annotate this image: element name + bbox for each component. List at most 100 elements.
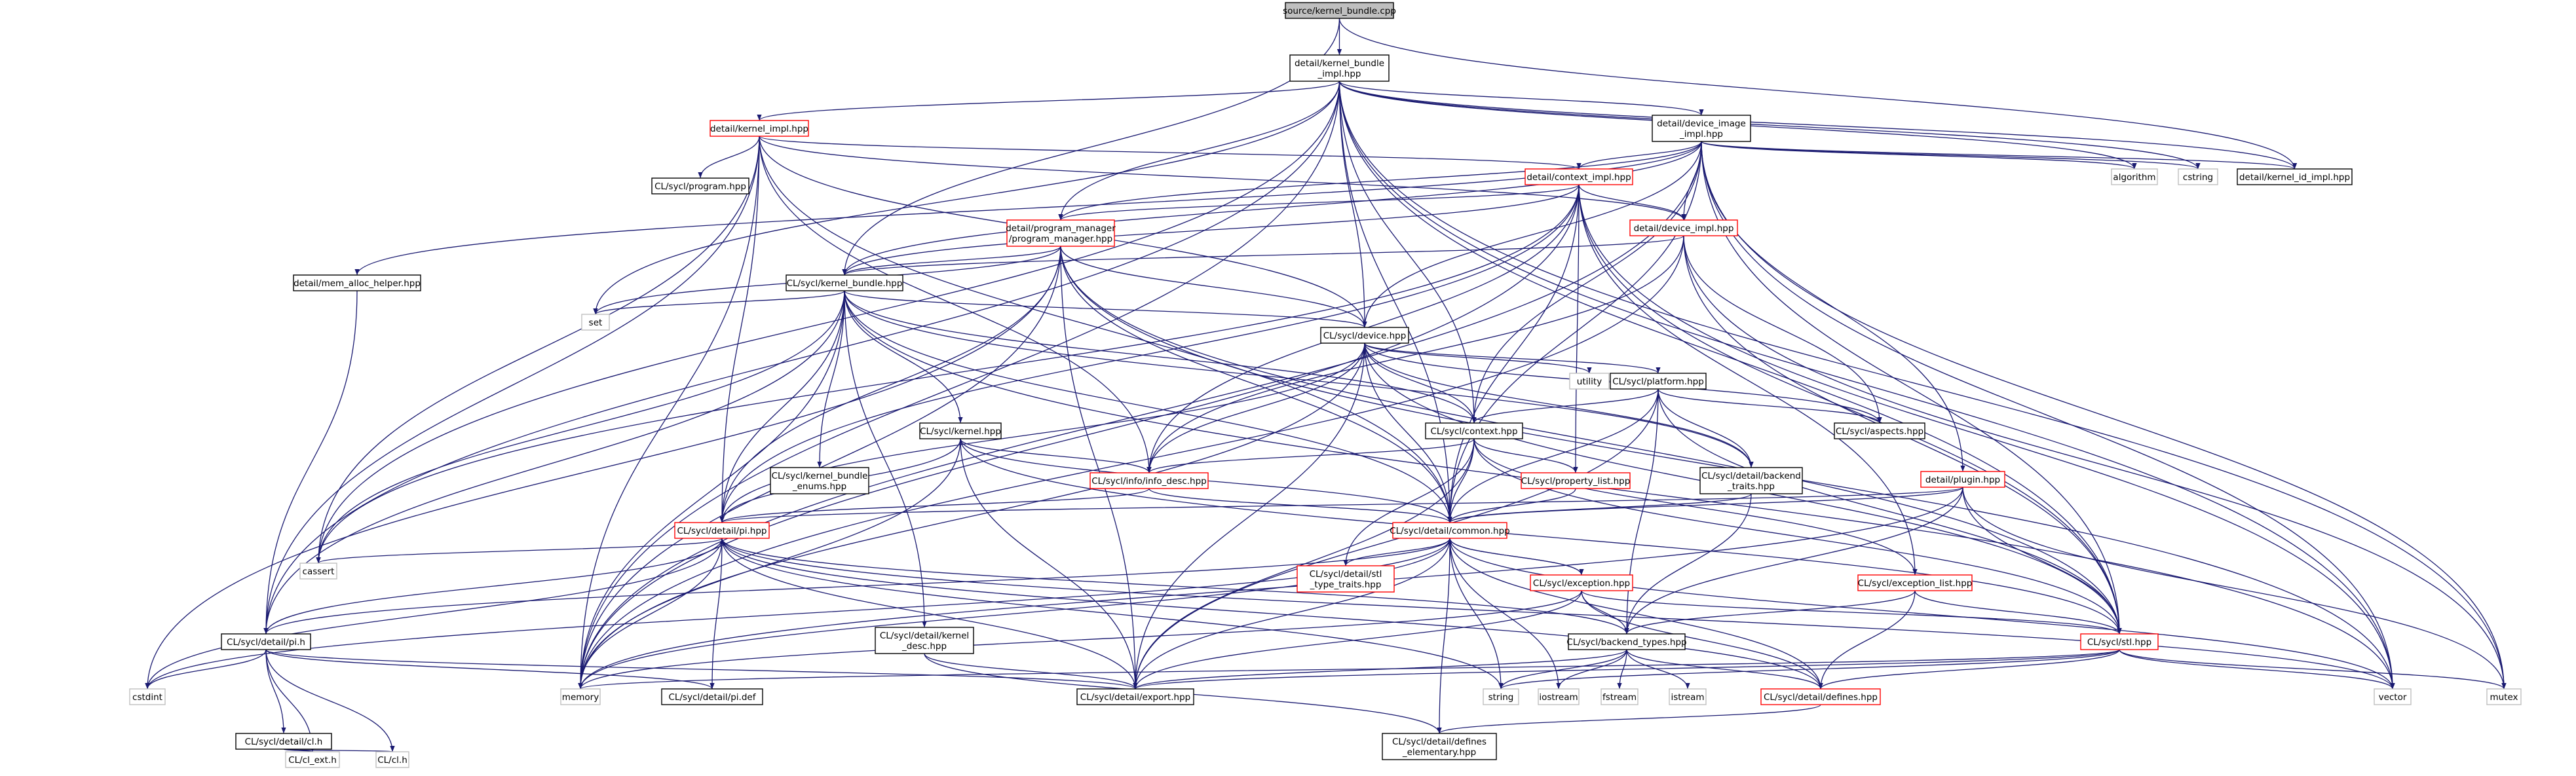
node-box (560, 688, 601, 705)
node-box (129, 688, 166, 705)
edge-cl_kernel-to-stl (960, 438, 2122, 635)
edge-mem_alloc_helper-to-pi_h (263, 290, 358, 635)
edge-stl-to-defines (1818, 649, 2120, 690)
node-kernel_impl[interactable]: detail/kernel_impl.hpp (710, 120, 809, 137)
node-kernel_desc[interactable]: CL/sycl/detail/kernel_desc.hpp (875, 627, 974, 654)
edge-device_impl-to-info_desc (1146, 235, 1684, 473)
node-cl_h[interactable]: CL/cl.h (375, 751, 409, 768)
node-memory[interactable]: memory (560, 688, 601, 705)
node-algorithm[interactable]: algorithm (2111, 168, 2158, 185)
node-set[interactable]: set (581, 314, 610, 331)
node-cl_ext_h[interactable]: CL/cl_ext.h (285, 751, 340, 768)
edge-device_impl-to-cl_aspects (1683, 235, 1882, 424)
edge-kernel_impl-to-device_impl (759, 136, 1686, 221)
node-box (1297, 565, 1395, 593)
edge-cl_context-to-stl (1473, 438, 2122, 635)
node-exception_list[interactable]: CL/sycl/exception_list.hpp (1857, 574, 1973, 591)
node-iostream[interactable]: iostream (1538, 688, 1580, 705)
node-label: CL/sycl/aspects.hpp (1836, 426, 1923, 437)
node-program_manager[interactable]: detail/program_manager/program_manager.h… (1006, 219, 1116, 247)
edge-kernel_bundle_impl-to-cassert (316, 81, 1340, 564)
node-cstdint[interactable]: cstdint (129, 688, 166, 705)
edge-backend_types-to-istream (1626, 649, 1690, 690)
node-export[interactable]: CL/sycl/detail/export.hpp (1076, 688, 1194, 705)
edge-context_impl-to-program_manager (1058, 184, 1580, 221)
node-defines_elementary[interactable]: CL/sycl/detail/defines_elementary.hpp (1382, 733, 1497, 760)
edge-stl-to-vector (2119, 649, 2395, 690)
edge-common-to-string (1449, 538, 1504, 690)
node-pi_h[interactable]: CL/sycl/detail/pi.h (221, 633, 311, 650)
edge-device_image_impl-to-kernel_id_impl (1701, 141, 2297, 170)
node-backend_types[interactable]: CL/sycl/backend_types.hpp (1566, 633, 1687, 650)
node-box (2486, 688, 2522, 705)
node-box (1076, 688, 1194, 705)
node-property_list[interactable]: CL/sycl/property_list.hpp (1521, 472, 1631, 489)
edge-device_image_impl-to-memory (578, 141, 1702, 690)
node-vector[interactable]: vector (2374, 688, 2412, 705)
node-stl[interactable]: CL/sycl/stl.hpp (2080, 633, 2159, 650)
node-mem_alloc_helper[interactable]: detail/mem_alloc_helper.hpp (293, 274, 421, 291)
edge-device_image_impl-to-cstring (1701, 141, 2201, 170)
edge-cl_device-to-common (1364, 342, 1452, 523)
node-defines[interactable]: CL/sycl/detail/defines.hpp (1760, 688, 1881, 705)
node-box (1669, 688, 1707, 705)
node-device_image_impl[interactable]: detail/device_image_impl.hpp (1652, 115, 1751, 142)
node-label: _enums.hpp (792, 481, 846, 492)
node-cl_context[interactable]: CL/sycl/context.hpp (1425, 422, 1523, 439)
edge-common-to-memory (578, 538, 1450, 690)
node-cassert[interactable]: cassert (299, 563, 337, 580)
node-pi_def[interactable]: CL/sycl/detail/pi.def (661, 688, 763, 705)
node-context_impl[interactable]: detail/context_impl.hpp (1525, 168, 1633, 185)
node-box (710, 120, 809, 137)
node-common[interactable]: CL/sycl/detail/common.hpp (1390, 522, 1510, 539)
edge-cl_platform-to-backend_traits (1657, 388, 1754, 468)
node-box (1834, 422, 1925, 439)
node-cl_platform[interactable]: CL/sycl/platform.hpp (1610, 373, 1707, 390)
node-kernel_bundle_enums[interactable]: CL/sycl/kernel_bundle_enums.hpp (770, 467, 869, 494)
node-cl_kernel[interactable]: CL/sycl/kernel.hpp (919, 422, 1002, 439)
node-label: CL/sycl/detail/backend (1701, 471, 1801, 481)
node-stl_type_traits[interactable]: CL/sycl/detail/stl_type_traits.hpp (1297, 565, 1395, 593)
node-cl_aspects[interactable]: CL/sycl/aspects.hpp (1834, 422, 1925, 439)
node-mutex[interactable]: mutex (2486, 688, 2522, 705)
node-cstring[interactable]: cstring (2178, 168, 2218, 185)
edge-common-to-stl_type_traits (1343, 538, 1450, 566)
edge-pi_hpp-to-string (721, 538, 1504, 690)
node-fstream[interactable]: fstream (1601, 688, 1638, 705)
node-label: detail/kernel_id_impl.hpp (2239, 172, 2350, 183)
node-box (1285, 2, 1394, 19)
node-kernel_id_impl[interactable]: detail/kernel_id_impl.hpp (2237, 168, 2353, 185)
node-utility[interactable]: utility (1569, 373, 1610, 390)
edge-context_impl-to-exception_list (1578, 184, 1918, 576)
edge-kernel_bundle_impl-to-device_image_impl (1338, 81, 1704, 116)
node-backend_traits[interactable]: CL/sycl/detail/backend_traits.hpp (1699, 467, 1803, 494)
node-exception[interactable]: CL/sycl/exception.hpp (1530, 574, 1633, 591)
node-kernel_bundle_impl[interactable]: detail/kernel_bundle_impl.hpp (1289, 54, 1390, 82)
node-device_impl[interactable]: detail/device_impl.hpp (1629, 219, 1738, 236)
node-string[interactable]: string (1483, 688, 1519, 705)
node-kernel_bundle_cpp[interactable]: source/kernel_bundle.cpp (1283, 2, 1396, 19)
node-box (2374, 688, 2412, 705)
edge-pi_hpp-to-backend_types (721, 538, 1629, 635)
node-label: vector (2379, 692, 2407, 703)
node-istream[interactable]: istream (1669, 688, 1707, 705)
node-plugin[interactable]: detail/plugin.hpp (1920, 471, 2005, 488)
node-cl_device[interactable]: CL/sycl/device.hpp (1320, 327, 1409, 344)
node-info_desc[interactable]: CL/sycl/info/info_desc.hpp (1089, 472, 1209, 489)
edge-cl_platform-to-common (1447, 388, 1659, 523)
node-box (674, 522, 770, 539)
node-box (2111, 168, 2158, 185)
edge-cl_context-to-exception_list (1473, 438, 1918, 576)
edge-kernel_bundle_impl-to-stl (1338, 81, 2122, 635)
edge-device_image_impl-to-mem_alloc_helper (354, 141, 1702, 276)
node-box (1538, 688, 1580, 705)
node-box (1568, 633, 1686, 650)
node-label: CL/sycl/detail/common.hpp (1390, 526, 1510, 536)
node-pi_hpp[interactable]: CL/sycl/detail/pi.hpp (674, 522, 770, 539)
node-cl_h_wrapper[interactable]: CL/sycl/detail/cl.h (235, 733, 332, 750)
node-cl_program[interactable]: CL/sycl/program.hpp (651, 177, 749, 194)
node-cl_kernel_bundle[interactable]: CL/sycl/kernel_bundle.hpp (786, 274, 903, 291)
node-box (221, 633, 311, 650)
node-box (1920, 471, 2005, 488)
